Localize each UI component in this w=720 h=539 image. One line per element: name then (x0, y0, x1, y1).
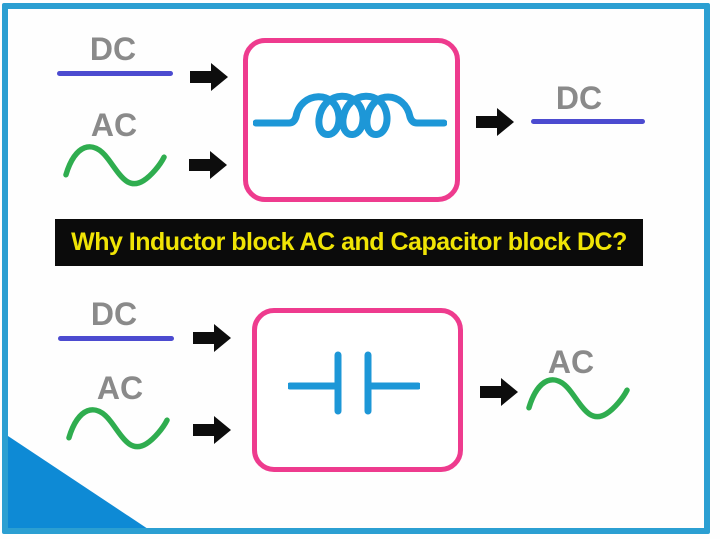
capacitor-symbol-icon (288, 351, 420, 415)
bottom-ac-output-sine-icon (526, 377, 630, 420)
top-output-arrow-icon (476, 108, 514, 136)
question-banner: Why Inductor block AC and Capacitor bloc… (55, 219, 643, 266)
bottom-ac-output-label: AC (547, 344, 595, 380)
bottom-output-arrow-icon (480, 378, 518, 406)
bottom-dc-input-label: DC (90, 296, 138, 332)
top-dc-arrow-icon (190, 63, 228, 91)
top-dc-output-label: DC (555, 80, 603, 116)
top-ac-input-label: AC (90, 107, 138, 143)
capacitor-box (252, 308, 463, 472)
bottom-dc-input-line-icon (58, 336, 174, 341)
top-dc-input-label: DC (89, 31, 137, 67)
bottom-ac-input-label: AC (96, 370, 144, 406)
bottom-ac-input-sine-icon (66, 407, 170, 450)
inductor-symbol-icon (253, 92, 447, 138)
bottom-ac-arrow-icon (193, 416, 231, 444)
top-ac-arrow-icon (189, 151, 227, 179)
top-dc-output-line-icon (531, 119, 645, 124)
top-ac-input-sine-icon (63, 144, 167, 187)
bottom-dc-arrow-icon (193, 324, 231, 352)
top-dc-input-line-icon (57, 71, 173, 76)
